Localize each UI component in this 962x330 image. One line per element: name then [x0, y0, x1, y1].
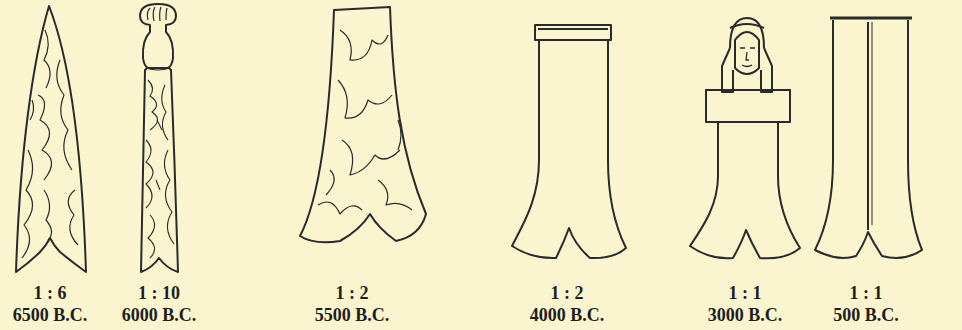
scale-ratio: 1 : 2 — [551, 283, 584, 303]
date-label: 6500 B.C. — [13, 305, 88, 325]
flint-knife — [16, 6, 86, 272]
date-label: 6000 B.C. — [122, 305, 197, 325]
flared-flint-tool — [300, 7, 426, 242]
scale-ratio: 1 : 1 — [850, 283, 883, 303]
scale-ratio: 1 : 10 — [138, 283, 180, 303]
scale-ratio: 1 : 1 — [729, 283, 762, 303]
metal-blade — [512, 25, 626, 258]
blade-with-head — [690, 18, 800, 258]
date-label: 500 B.C. — [833, 305, 899, 325]
scale-ratio: 1 : 6 — [34, 283, 67, 303]
date-label: 3000 B.C. — [708, 305, 783, 325]
date-label: 5500 B.C. — [315, 305, 390, 325]
date-label: 4000 B.C. — [530, 305, 605, 325]
flint-blade-with-knob — [140, 4, 178, 272]
split-blade — [815, 18, 922, 258]
scale-ratio: 1 : 2 — [336, 283, 369, 303]
